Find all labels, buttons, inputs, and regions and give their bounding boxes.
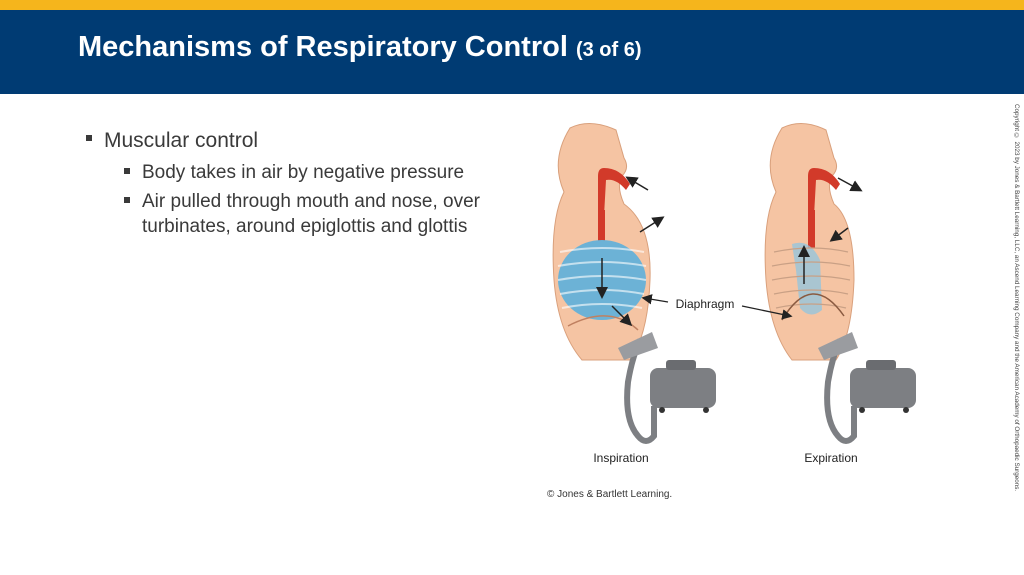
expiration-airway	[808, 168, 840, 216]
diaphragm-label: Diaphragm	[676, 297, 735, 311]
expiration-figure: Expiration	[764, 123, 916, 465]
inspiration-device-body	[650, 368, 716, 408]
inspiration-device-wheel	[703, 407, 709, 413]
bullet-muscular-control: Muscular control	[84, 128, 504, 154]
expiration-device-body	[850, 368, 916, 408]
expiration-device-hose	[824, 338, 857, 444]
inspiration-device-hose	[624, 338, 657, 444]
slide-header	[0, 10, 1024, 94]
side-copyright: Copyright © 2023 by Jones & Bartlett Lea…	[1013, 104, 1020, 492]
expiration-ribs	[771, 247, 851, 309]
respiration-illustration: Inspiration Expiration Diaphragm	[552, 123, 916, 465]
title-suffix: (3 of 6)	[575, 39, 642, 61]
inspiration-device-handle	[666, 360, 696, 370]
image-credit: © Jones & Bartlett Learning.	[547, 489, 673, 500]
inspiration-arrow-diaphragm	[611, 305, 633, 327]
inspiration-ribs	[557, 247, 647, 309]
expiration-trachea	[808, 210, 815, 248]
inspiration-arrow-in	[625, 176, 649, 191]
inspiration-airway	[598, 168, 630, 216]
inspiration-arrow-out	[639, 216, 665, 233]
expiration-mask	[818, 332, 858, 360]
accent-stripe	[0, 0, 1024, 10]
expiration-arrow-in	[829, 227, 849, 242]
sub-bullet-list: Body takes in air by negative pressure A…	[84, 160, 504, 239]
inspiration-diaphragm-line	[567, 315, 639, 331]
expiration-label: Expiration	[804, 451, 857, 465]
bullet-list: Muscular control Body takes in air by ne…	[84, 128, 504, 243]
diaphragm-pointer-left	[641, 294, 669, 305]
inspiration-mask	[618, 332, 658, 360]
bullet-air-pathway: Air pulled through mouth and nose, over …	[122, 189, 482, 239]
inspiration-figure: Inspiration	[552, 123, 716, 465]
expiration-arrow-out	[837, 177, 863, 192]
bullet-negative-pressure: Body takes in air by negative pressure	[122, 160, 482, 185]
expiration-device-handle	[866, 360, 896, 370]
expiration-device-wheel	[859, 407, 865, 413]
slide-title: Mechanisms of Respiratory Control (3 of …	[78, 33, 642, 62]
inspiration-trachea	[598, 210, 605, 248]
expiration-device-wheel	[903, 407, 909, 413]
expiration-lungs	[792, 242, 822, 315]
inspiration-device-wheel	[659, 407, 665, 413]
diaphragm-pointer-right	[741, 305, 793, 320]
inspiration-label: Inspiration	[593, 451, 648, 465]
title-main: Mechanisms of Respiratory Control	[78, 31, 568, 63]
